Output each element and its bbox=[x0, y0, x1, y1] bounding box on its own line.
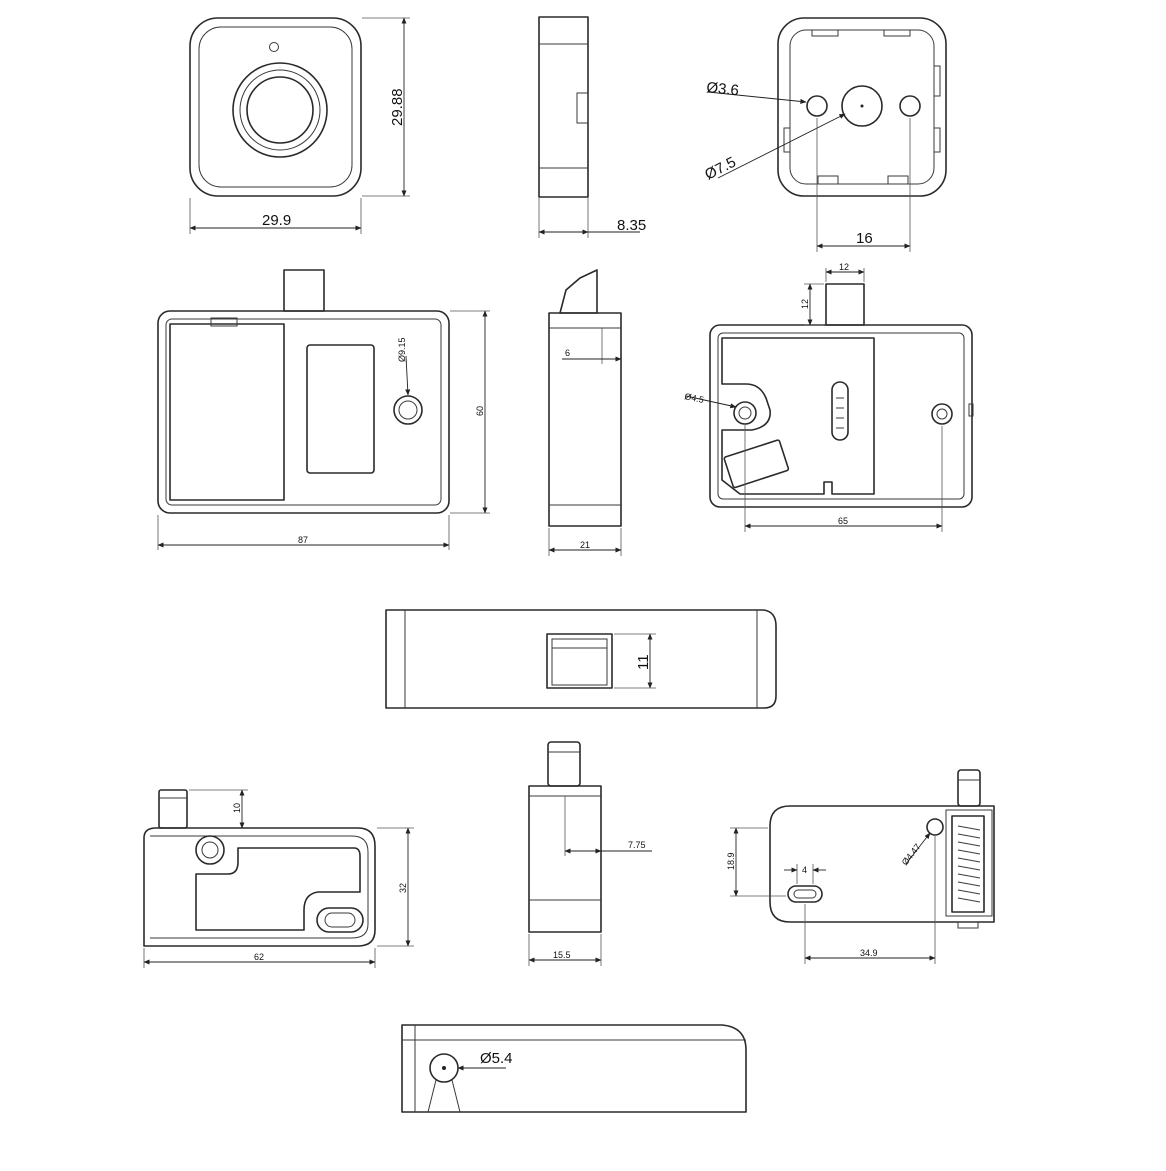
lock-bottom-view bbox=[385, 609, 777, 709]
strike-bottom-view bbox=[401, 1024, 747, 1113]
lock-back-dimensions: 12 12 Ø4.5 65 bbox=[684, 262, 943, 532]
sensor-side-view bbox=[538, 16, 589, 198]
strike-slot-width-label: 4 bbox=[802, 865, 807, 875]
strike-front-view bbox=[143, 789, 376, 947]
lock-side-dimensions: 21 6 bbox=[548, 328, 622, 556]
lock-side-view bbox=[548, 269, 622, 527]
strike-back-hole-label: Ø4.47 bbox=[900, 842, 923, 867]
sensor-hole-spacing-label: 16 bbox=[856, 230, 873, 247]
lock-button-hole-label: Ø9.15 bbox=[397, 337, 407, 362]
strike-back-height-label: 18.9 bbox=[726, 852, 736, 870]
lock-bolt-length-label: 12 bbox=[800, 299, 810, 309]
strike-bottom-hole-label: Ø5.4 bbox=[480, 1050, 513, 1067]
sensor-depth-label: 8.35 bbox=[617, 217, 646, 234]
lock-back-view bbox=[709, 283, 974, 508]
strike-pin-offset-label: 7.75 bbox=[628, 840, 646, 850]
sensor-back-view bbox=[777, 17, 947, 197]
lock-bolt-width-label: 12 bbox=[839, 262, 849, 272]
lock-hole-spacing-label: 65 bbox=[838, 516, 848, 526]
lock-bottom-bolt-label: 11 bbox=[635, 654, 652, 670]
strike-back-dimensions: 18.9 4 34.9 Ø4.47 bbox=[726, 827, 936, 964]
strike-pin-height-label: 10 bbox=[232, 803, 242, 813]
lock-front-dimensions: 87 60 Ø9.15 bbox=[157, 310, 490, 550]
lock-bolt-step-label: 6 bbox=[565, 348, 570, 358]
lock-width-label: 87 bbox=[298, 535, 308, 545]
strike-front-dimensions: 62 32 10 bbox=[143, 789, 414, 968]
sensor-small-hole-label: Ø3.6 bbox=[706, 79, 740, 99]
lock-depth-label: 21 bbox=[580, 540, 590, 550]
sensor-width-label: 29.9 bbox=[262, 212, 291, 229]
strike-back-spacing-label: 34.9 bbox=[860, 948, 878, 958]
lock-front-view bbox=[157, 269, 450, 514]
sensor-center-hole-label: Ø7.5 bbox=[702, 154, 739, 184]
strike-depth-label: 15.5 bbox=[553, 950, 571, 960]
lock-bottom-dimensions: 11 bbox=[614, 633, 656, 689]
strike-side-view bbox=[528, 741, 602, 933]
lock-height-label: 60 bbox=[475, 406, 485, 416]
strike-side-dimensions: 15.5 7.75 bbox=[528, 796, 652, 966]
sensor-side-dimensions: 8.35 bbox=[538, 198, 646, 238]
lock-mount-hole-label: Ø4.5 bbox=[684, 391, 705, 405]
sensor-front-dimensions: 29.9 29.88 bbox=[189, 17, 410, 234]
strike-back-view bbox=[769, 769, 995, 929]
strike-width-label: 62 bbox=[254, 952, 264, 962]
strike-bottom-dimensions: Ø5.4 bbox=[457, 1050, 513, 1071]
sensor-front-view bbox=[189, 17, 362, 197]
sensor-height-label: 29.88 bbox=[389, 88, 406, 126]
strike-height-label: 32 bbox=[398, 883, 408, 893]
sensor-back-dimensions: Ø3.6 Ø7.5 16 bbox=[702, 79, 911, 252]
